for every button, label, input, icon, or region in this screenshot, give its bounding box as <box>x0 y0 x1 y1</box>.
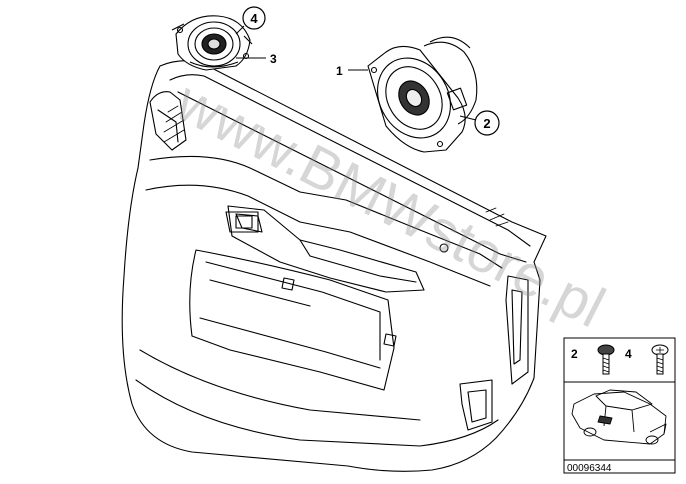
callout-speaker: 1 <box>336 64 368 78</box>
door-trim-panel <box>121 60 547 472</box>
legend-label-screw-a: 2 <box>571 347 578 361</box>
callout-number-tweeter-screw: 4 <box>250 11 258 26</box>
screw-a-icon <box>597 344 615 375</box>
loudspeaker <box>367 36 478 153</box>
legend-label-screw-b: 4 <box>625 347 632 361</box>
car-outline-icon <box>571 389 667 445</box>
legend-box: 2 4 00096344 <box>563 337 676 474</box>
callout-number-tweeter: 3 <box>270 52 277 66</box>
callout-tweeter: 3 <box>236 52 277 66</box>
screw-b-icon <box>651 344 669 375</box>
callout-number-speaker-screw: 2 <box>483 116 490 131</box>
callout-tweeter-screw: 4 <box>235 6 266 35</box>
callout-speaker-screw: 2 <box>459 110 500 136</box>
tweeter-speaker <box>171 15 253 71</box>
diagram-id: 00096344 <box>567 463 612 474</box>
callout-number-speaker: 1 <box>336 64 343 78</box>
